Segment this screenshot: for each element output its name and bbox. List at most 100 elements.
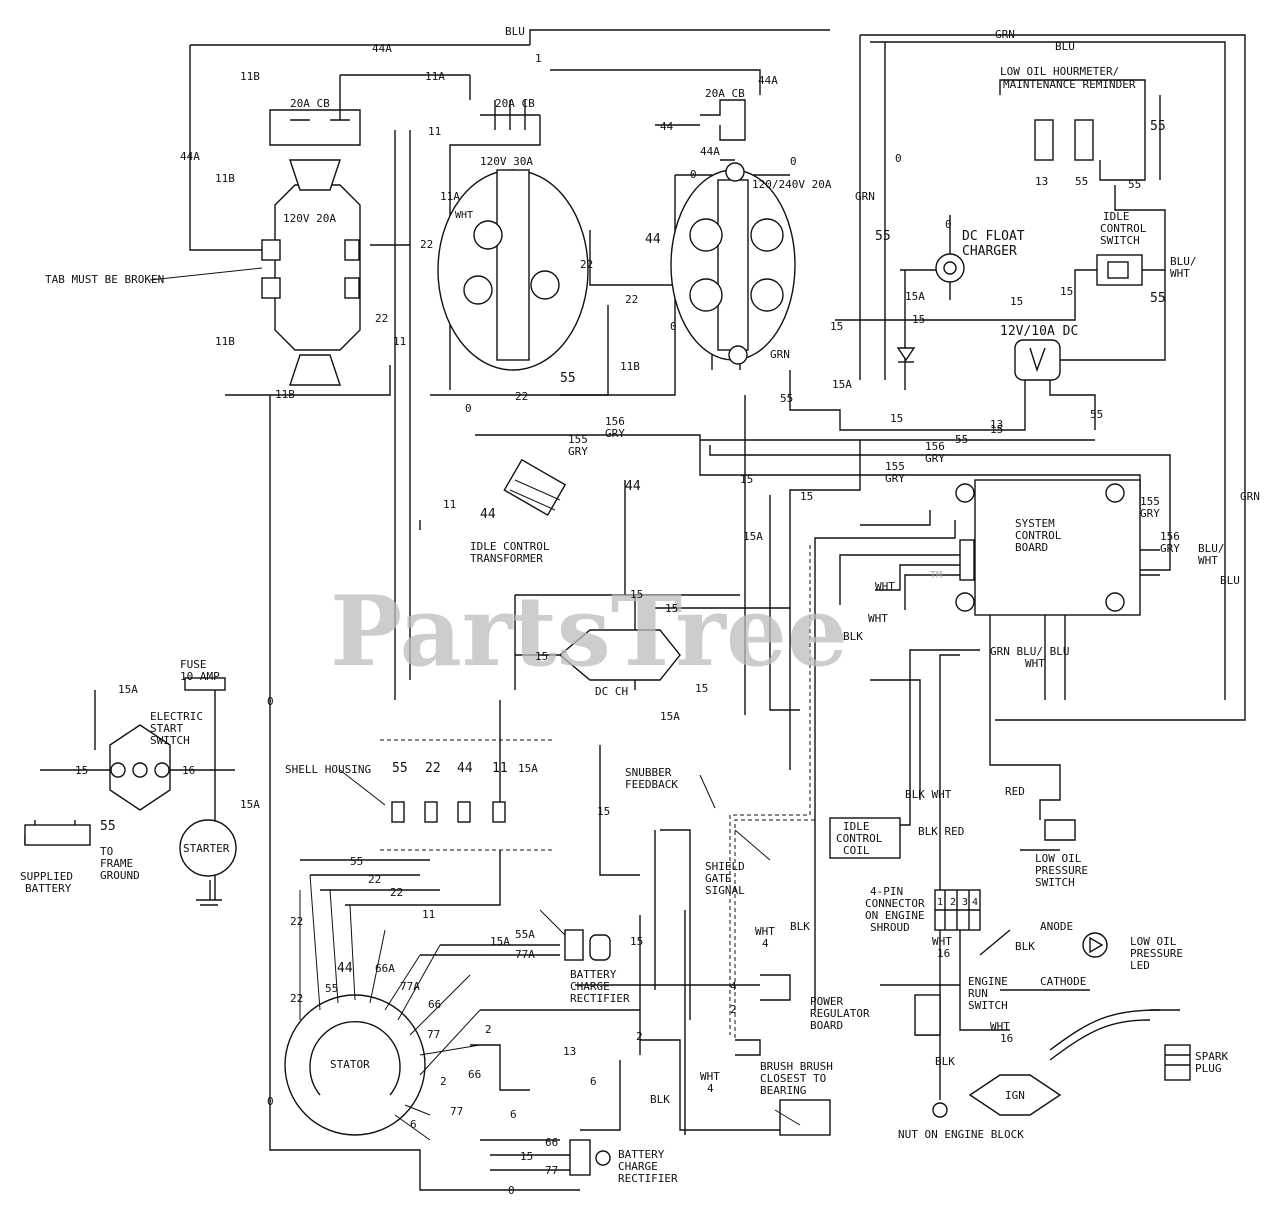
watermark: PartsTree — [330, 575, 848, 688]
label-55-i: 55 — [1090, 408, 1103, 421]
label-44-a: 44 — [645, 232, 661, 247]
label-nut: NUT ON ENGINE BLOCK — [898, 1128, 1024, 1141]
label-44-b: 44 — [660, 120, 674, 133]
low-oil-led — [1082, 932, 1108, 958]
label-batt-rect1-2: CHARGE — [570, 980, 610, 993]
label-55-g: 55 — [780, 392, 793, 405]
label-low-oil-sw-2: PRESSURE — [1035, 864, 1088, 877]
label-s77a2: 77A — [515, 948, 535, 961]
label-idle-switch-3: SWITCH — [1100, 234, 1140, 247]
label-idle-coil-3: COIL — [843, 844, 870, 857]
label-s6b: 6 — [510, 1108, 517, 1121]
label-11b-c: 11B — [215, 335, 235, 348]
label-top-blu: BLU — [505, 25, 525, 38]
dc-12v-outlet — [1014, 339, 1061, 381]
label-dc-float-1: DC FLOAT — [962, 229, 1025, 244]
label-blk-f: BLK — [650, 1093, 670, 1106]
label-wht-e-1: WHT — [700, 1070, 720, 1083]
stator — [284, 874, 481, 1141]
label-55-d: 55 — [1128, 178, 1141, 191]
label-blu-top: BLU — [1055, 40, 1075, 53]
label-blk-a: BLK — [843, 630, 863, 643]
label-run-sw-3: SWITCH — [968, 999, 1008, 1012]
receptacle-120v-30a — [437, 169, 589, 371]
label-s77a: 77A — [400, 980, 420, 993]
label-conn-44: 44 — [457, 761, 473, 776]
label-155-gry-c-1: 155 — [1140, 495, 1160, 508]
label-blk-d: BLK — [935, 1055, 955, 1068]
label-0-k: 0 — [267, 1095, 274, 1108]
label-p4: 4 — [730, 980, 737, 993]
label-s77c: 77 — [545, 1164, 558, 1177]
label-idle-xfmr-2: TRANSFORMER — [470, 552, 543, 565]
label-batt-rect2-2: CHARGE — [618, 1160, 658, 1173]
label-55-e: 55 — [1075, 175, 1088, 188]
hour-meter — [1034, 119, 1094, 161]
label-grn-top: GRN — [995, 28, 1015, 41]
label-156-gry-c-2: GRY — [1160, 542, 1180, 555]
label-15-j: 15 — [665, 602, 678, 615]
battery-charge-rectifier-1 — [564, 929, 611, 961]
label-pin-2: 2 — [950, 897, 956, 908]
label-15a-i: 15A — [240, 798, 260, 811]
label-elec-start-3: SWITCH — [150, 734, 190, 747]
label-wht-c-1: WHT — [990, 1020, 1010, 1033]
receptacle-120-240v-20a — [670, 162, 796, 365]
label-15-p: 15 — [597, 805, 610, 818]
label-power-reg-3: BOARD — [810, 1019, 843, 1032]
label-156-gry-c-1: 156 — [1160, 530, 1180, 543]
power-regulator-board — [735, 974, 791, 1056]
label-blu-wht-b-1: BLU/ — [1198, 542, 1225, 555]
fuse — [184, 677, 226, 691]
label-s13: 13 — [563, 1045, 576, 1058]
label-anode: ANODE — [1040, 920, 1073, 933]
label-grn-blu-1: GRN BLU/ BLU — [990, 645, 1069, 658]
label-55-f: 55 — [1150, 291, 1166, 306]
label-wht-a: WHT — [455, 210, 473, 221]
label-p2b: 2 — [636, 1030, 643, 1043]
label-11-a: 11 — [428, 125, 441, 138]
label-dc-ch: DC CH — [595, 685, 628, 698]
label-22-c: 22 — [625, 293, 638, 306]
label-hour-meter-2: MAINTENANCE REMINDER — [1003, 78, 1136, 91]
label-spark-1: SPARK — [1195, 1050, 1228, 1063]
label-4pin-2: CONNECTOR — [865, 897, 925, 910]
label-wht-blk-1: WHT — [875, 580, 895, 593]
label-11b-a: 11B — [240, 70, 260, 83]
label-wht16-2: 16 — [937, 947, 950, 960]
label-s66c: 66 — [545, 1136, 558, 1149]
label-15a-g: 15A — [118, 683, 138, 696]
engine-run-switch — [914, 994, 941, 1036]
idle-control-transformer — [503, 458, 567, 517]
label-idle-switch-2: CONTROL — [1100, 222, 1147, 235]
label-elec-start-1: ELECTRIC — [150, 710, 203, 723]
label-156-gry-a-1: 156 — [605, 415, 625, 428]
label-s15: 15 — [630, 935, 643, 948]
label-0-e: 0 — [790, 155, 797, 168]
label-shield-3: SIGNAL — [705, 884, 745, 897]
label-s66b: 66 — [468, 1068, 481, 1081]
label-grn-blu-2: WHT — [1025, 657, 1045, 670]
label-s15a: 15A — [490, 935, 510, 948]
diode — [896, 347, 916, 363]
label-low-oil-led-3: LED — [1130, 959, 1150, 972]
label-156-gry-b-1: 156 — [925, 440, 945, 453]
label-blu-b: BLU — [1220, 574, 1240, 587]
label-snubber-1: SNUBBER — [625, 766, 672, 779]
label-120-240v-20a: 120/240V 20A — [752, 178, 832, 191]
label-s0b: 0 — [508, 1184, 515, 1197]
shell-housing-connectors — [391, 801, 506, 823]
4-pin-connector — [934, 889, 981, 931]
label-15a-c: 15A — [743, 530, 763, 543]
label-spark-2: PLUG — [1195, 1062, 1222, 1075]
label-s15b: 15 — [520, 1150, 533, 1163]
spark-plug — [1150, 1009, 1191, 1081]
label-s55b: 55 — [325, 982, 338, 995]
label-120v-30a: 120V 30A — [480, 155, 533, 168]
label-44-d: 44 — [625, 479, 641, 494]
label-p2: 2 — [730, 1003, 737, 1016]
label-battery-2: BATTERY — [25, 882, 72, 895]
label-4pin-4: SHROUD — [870, 921, 910, 934]
label-snubber-2: FEEDBACK — [625, 778, 678, 791]
supplied-battery — [24, 820, 91, 846]
